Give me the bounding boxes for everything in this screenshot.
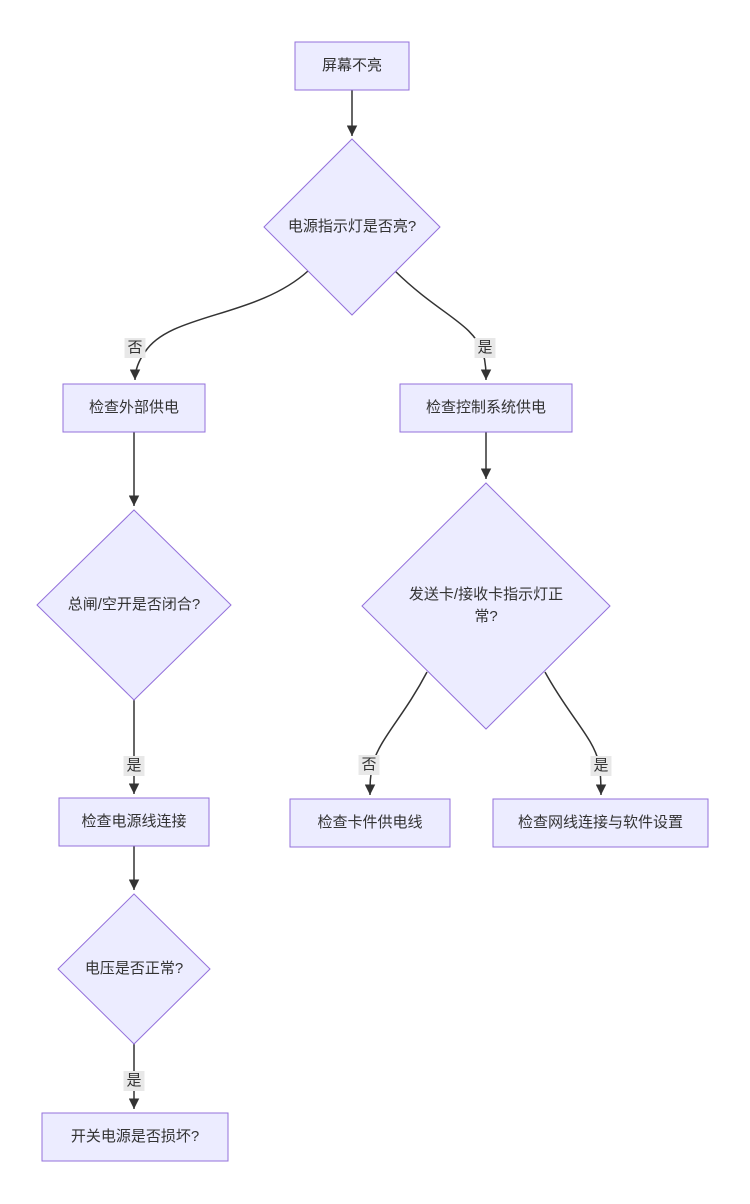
decision-card-led-ok-label: 发送卡/接收卡指示灯正常? <box>408 585 564 626</box>
edge-power-led-no <box>129 270 309 381</box>
node-shape-check-external-power <box>62 383 206 433</box>
node-shape-check-control-power <box>399 383 573 433</box>
edge-label-voltage-yes: 是 <box>123 1071 145 1091</box>
node-shape-power-led <box>263 138 441 316</box>
node-check-external-power: 检查外部供电 <box>63 384 205 432</box>
node-check-card-power-label: 检查卡件供电线 <box>317 813 423 831</box>
edge-label-card-led-yes: 是 <box>590 756 612 776</box>
node-check-power-cable: 检查电源线连接 <box>59 798 209 846</box>
node-shape-check-power-cable <box>58 797 210 847</box>
node-shape-check-network <box>492 798 709 848</box>
node-screen-dark-label: 屏幕不亮 <box>321 56 382 74</box>
node-psu-damaged-label: 开关电源是否损坏? <box>70 1127 200 1145</box>
decision-power-led: 电源指示灯是否亮? <box>264 139 440 315</box>
node-check-external-power-label: 检查外部供电 <box>88 398 179 416</box>
node-shape-voltage-ok <box>57 893 211 1045</box>
node-psu-damaged: 开关电源是否损坏? <box>42 1113 228 1161</box>
node-check-power-cable-label: 检查电源线连接 <box>81 812 187 830</box>
node-shape-breaker-closed <box>36 509 232 701</box>
decision-breaker-closed-label: 总闸/空开是否闭合? <box>67 595 201 613</box>
node-shape-psu-damaged <box>41 1112 229 1162</box>
node-check-control-power-label: 检查控制系统供电 <box>425 398 546 416</box>
node-check-card-power: 检查卡件供电线 <box>290 799 450 847</box>
edge-label-power-led-no: 否 <box>124 338 146 358</box>
node-shape-check-card-power <box>289 798 451 848</box>
decision-voltage-ok: 电压是否正常? <box>58 894 210 1044</box>
decision-breaker-closed: 总闸/空开是否闭合? <box>37 510 231 700</box>
node-shape-screen-dark <box>294 41 410 91</box>
node-check-network-label: 检查网线连接与软件设置 <box>517 813 683 831</box>
node-shape-card-led-ok <box>361 482 611 730</box>
decision-voltage-ok-label: 电压是否正常? <box>84 959 184 977</box>
node-screen-dark: 屏幕不亮 <box>295 42 409 90</box>
decision-power-led-label: 电源指示灯是否亮? <box>287 217 417 235</box>
edge-label-card-led-no: 否 <box>358 755 380 775</box>
node-check-control-power: 检查控制系统供电 <box>400 384 572 432</box>
edge-label-power-led-yes: 是 <box>474 338 496 358</box>
decision-card-led-ok: 发送卡/接收卡指示灯正常? <box>362 483 610 729</box>
node-check-network: 检查网线连接与软件设置 <box>493 799 708 847</box>
edge-label-breaker-yes: 是 <box>123 756 145 776</box>
